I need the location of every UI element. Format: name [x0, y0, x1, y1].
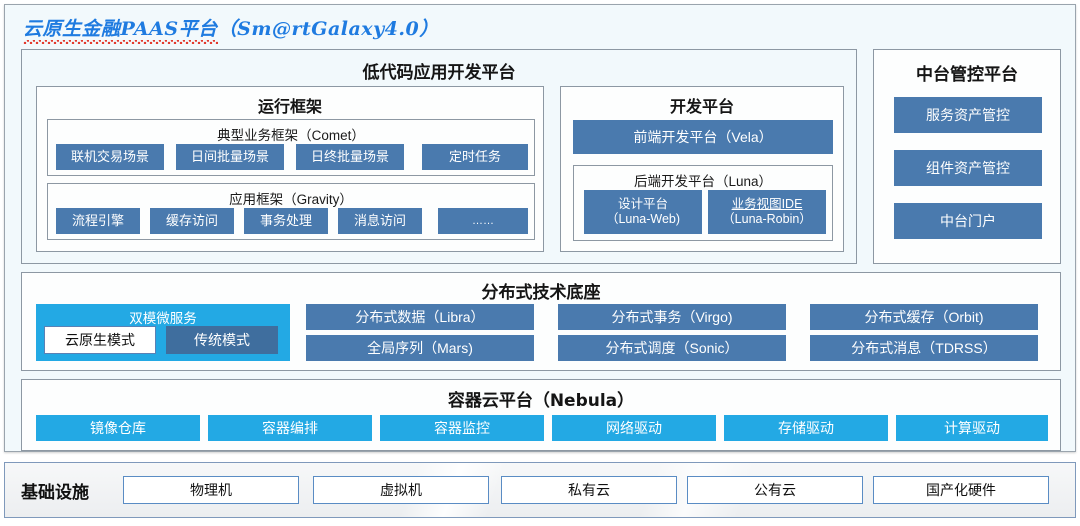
distributed-item-orbit[interactable]: 分布式缓存（Orbit)	[810, 304, 1038, 330]
development-platform-title: 开发平台	[669, 97, 734, 116]
distributed-item-libra[interactable]: 分布式数据（Libra）	[306, 304, 534, 330]
comet-panel: 典型业务框架（Comet） 联机交易场景 日间批量场景 日终批量场景 定时任务	[47, 119, 535, 176]
luna-web-line2: （Luna-Web)	[605, 212, 681, 226]
frontend-platform-chip[interactable]: 前端开发平台（Vela）	[573, 120, 833, 154]
comet-title: 典型业务框架（Comet）	[217, 128, 365, 143]
luna-title: 后端开发平台（Luna）	[633, 174, 773, 189]
comet-item-1[interactable]: 联机交易场景	[56, 144, 164, 170]
page-title: 云原生金融PAAS平台（Sm@rtGalaxy4.0）	[23, 14, 439, 41]
gravity-item-2[interactable]: 缓存访问	[150, 208, 234, 234]
gravity-item-1[interactable]: 流程引擎	[56, 208, 140, 234]
distributed-base-panel: 分布式技术底座 双模微服务 云原生模式 传统模式 分布式数据（Libra） 全局…	[21, 272, 1061, 371]
distributed-item-mars[interactable]: 全局序列（Mars)	[306, 335, 534, 361]
low-code-platform-panel: 低代码应用开发平台 运行框架 典型业务框架（Comet） 联机交易场景 日间批量…	[21, 49, 857, 264]
distributed-item-tdrss[interactable]: 分布式消息（TDRSS）	[810, 335, 1038, 361]
container-cloud-panel: 容器云平台（Nebula） 镜像仓库 容器编排 容器监控 网络驱动 存储驱动 计…	[21, 379, 1061, 451]
dual-mode-cloud-native-chip[interactable]: 云原生模式	[44, 326, 156, 354]
luna-web-chip[interactable]: 设计平台 （Luna-Web)	[584, 190, 702, 234]
container-item-1[interactable]: 镜像仓库	[36, 415, 200, 441]
comet-item-2[interactable]: 日间批量场景	[176, 144, 284, 170]
page-title-zh: 云原生金融PAAS平台	[23, 18, 218, 44]
infrastructure-item-4[interactable]: 公有云	[687, 476, 863, 504]
main-frame: 云原生金融PAAS平台（Sm@rtGalaxy4.0） 低代码应用开发平台 运行…	[4, 4, 1076, 452]
luna-robin-line1: 业务视图IDE	[731, 197, 803, 212]
container-item-3[interactable]: 容器监控	[380, 415, 544, 441]
mid-platform-item-2[interactable]: 组件资产管控	[894, 150, 1042, 186]
distributed-item-virgo[interactable]: 分布式事务（Virgo)	[558, 304, 786, 330]
gravity-title: 应用框架（Gravity）	[229, 192, 353, 207]
luna-robin-line2: （Luna-Robin）	[722, 212, 812, 226]
luna-web-line1: 设计平台	[617, 197, 668, 212]
mid-platform-title: 中台管控平台	[916, 65, 1018, 85]
infrastructure-item-1[interactable]: 物理机	[123, 476, 299, 504]
dual-mode-traditional-chip[interactable]: 传统模式	[166, 326, 278, 354]
container-item-5[interactable]: 存储驱动	[724, 415, 888, 441]
gravity-item-3[interactable]: 事务处理	[244, 208, 328, 234]
infrastructure-item-2[interactable]: 虚拟机	[313, 476, 489, 504]
infrastructure-label: 基础设施	[21, 483, 89, 503]
distributed-base-title: 分布式技术底座	[481, 283, 601, 303]
infrastructure-item-3[interactable]: 私有云	[501, 476, 677, 504]
development-platform-panel: 开发平台 前端开发平台（Vela） 后端开发平台（Luna） 设计平台 （Lun…	[560, 86, 844, 252]
luna-robin-chip[interactable]: 业务视图IDE （Luna-Robin）	[708, 190, 826, 234]
container-item-4[interactable]: 网络驱动	[552, 415, 716, 441]
mid-platform-item-3[interactable]: 中台门户	[894, 203, 1042, 239]
mid-platform-item-1[interactable]: 服务资产管控	[894, 97, 1042, 133]
distributed-item-sonic[interactable]: 分布式调度（Sonic）	[558, 335, 786, 361]
infrastructure-band: 基础设施 物理机 虚拟机 私有云 公有云 国产化硬件	[4, 462, 1076, 518]
container-item-6[interactable]: 计算驱动	[896, 415, 1048, 441]
low-code-platform-title: 低代码应用开发平台	[362, 63, 516, 83]
runtime-framework-title: 运行框架	[257, 97, 322, 116]
mid-platform-panel: 中台管控平台 服务资产管控 组件资产管控 中台门户	[873, 49, 1061, 264]
comet-item-3[interactable]: 日终批量场景	[296, 144, 404, 170]
gravity-item-5[interactable]: ……	[438, 208, 528, 234]
dual-mode-title: 双模微服务	[129, 311, 197, 326]
container-item-2[interactable]: 容器编排	[208, 415, 372, 441]
comet-item-4[interactable]: 定时任务	[422, 144, 528, 170]
dual-mode-microservice-block: 双模微服务 云原生模式 传统模式	[36, 304, 290, 361]
luna-panel: 后端开发平台（Luna） 设计平台 （Luna-Web) 业务视图IDE （Lu…	[573, 165, 833, 241]
runtime-framework-panel: 运行框架 典型业务框架（Comet） 联机交易场景 日间批量场景 日终批量场景 …	[36, 86, 544, 252]
gravity-panel: 应用框架（Gravity） 流程引擎 缓存访问 事务处理 消息访问 ……	[47, 183, 535, 240]
container-cloud-title: 容器云平台（Nebula）	[447, 391, 635, 411]
gravity-item-4[interactable]: 消息访问	[338, 208, 422, 234]
infrastructure-item-5[interactable]: 国产化硬件	[873, 476, 1049, 504]
page-title-en: （Sm@rtGalaxy4.0）	[217, 18, 439, 40]
